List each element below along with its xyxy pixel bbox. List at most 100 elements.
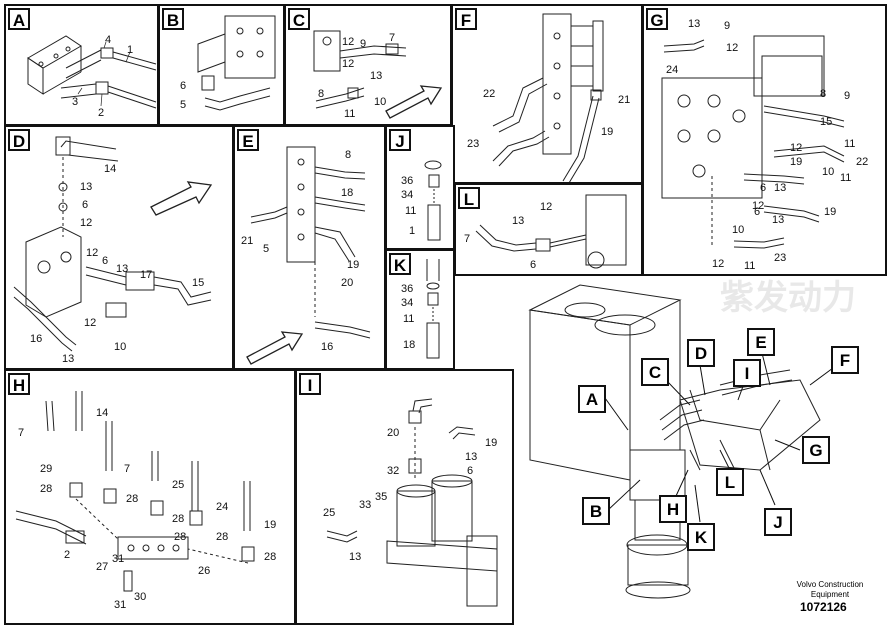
callout-label: 11 <box>844 138 856 150</box>
callout-label: 14 <box>96 407 109 419</box>
callout-label: 11 <box>840 172 852 184</box>
callout-label: 4 <box>105 34 112 46</box>
panel-tag: B <box>162 8 184 30</box>
panel-h-drawing <box>15 391 255 592</box>
panel-i-drawing <box>326 398 498 607</box>
callout-label: 8 <box>318 88 325 100</box>
watermark-brand: 紫发动力 <box>720 278 856 318</box>
callout-label: 13 <box>465 451 478 463</box>
overview-callout-g: G <box>802 436 830 464</box>
callout-label: 30 <box>134 591 147 603</box>
callout-label: 6 <box>754 206 761 218</box>
callout-label: 32 <box>387 465 400 477</box>
callout-label: 7 <box>124 463 131 475</box>
panel-tag: J <box>389 129 411 151</box>
part-number: 1072126 <box>800 600 847 614</box>
callout-label: 8 <box>820 88 827 100</box>
callout-label: 20 <box>387 427 400 439</box>
callout-label: 16 <box>30 333 43 345</box>
panel-b: B 6 5 <box>158 4 285 126</box>
callout-label: 15 <box>820 116 833 128</box>
callout-label: 22 <box>856 156 869 168</box>
panel-tag: D <box>8 129 30 151</box>
panel-i: I 20 19 13 32 6 25 33 35 13 <box>295 369 514 625</box>
overview-callout-k: K <box>687 523 715 551</box>
overview-callout-c: C <box>641 358 669 386</box>
callout-label: 21 <box>241 235 254 247</box>
callout-label: 13 <box>688 18 701 30</box>
callout-label: 9 <box>724 20 731 32</box>
callout-label: 19 <box>601 126 614 138</box>
callout-label: 12 <box>84 317 97 329</box>
callout-label: 2 <box>98 107 105 119</box>
callout-label: 36 <box>401 175 414 187</box>
callout-label: 6 <box>102 255 109 267</box>
callout-label: 7 <box>389 32 396 44</box>
overview-callout-e: E <box>747 328 775 356</box>
panel-g: G 13 9 12 24 8 9 15 12 19 11 10 11 22 6 … <box>642 4 887 276</box>
panel-tag: G <box>646 8 668 30</box>
callout-label: 6 <box>760 182 767 194</box>
callout-label: 11 <box>344 108 356 120</box>
callout-label: 19 <box>790 156 803 168</box>
overview-callout-f: F <box>831 346 859 374</box>
callout-label: 27 <box>96 561 109 573</box>
callout-label: 10 <box>374 96 387 108</box>
callout-label: 9 <box>844 90 851 102</box>
overview-callout-i: I <box>733 359 761 387</box>
callout-label: 13 <box>80 181 93 193</box>
callout-label: 28 <box>216 531 229 543</box>
panel-c-drawing <box>313 30 443 119</box>
overview-callout-l: L <box>716 468 744 496</box>
callout-label: 17 <box>140 269 153 281</box>
callout-label: 12 <box>342 36 355 48</box>
callout-label: 33 <box>359 499 372 511</box>
footer-line2: Equipment <box>810 590 850 599</box>
panel-tag: H <box>8 373 30 395</box>
callout-label: 13 <box>116 263 129 275</box>
panel-b-drawing <box>197 15 276 111</box>
callout-label: 16 <box>321 341 334 353</box>
callout-label: 36 <box>401 283 414 295</box>
callout-label: 22 <box>483 88 496 100</box>
callout-label: 14 <box>104 163 117 175</box>
panel-j-drawing <box>424 160 442 241</box>
overview-callout-j: J <box>764 508 792 536</box>
callout-label: 13 <box>349 551 362 563</box>
callout-label: 6 <box>82 199 89 211</box>
callout-label: 12 <box>540 201 553 213</box>
callout-label: 1 <box>127 44 134 56</box>
panel-tag: E <box>237 129 259 151</box>
panel-f-drawing <box>492 13 604 182</box>
callout-label: 25 <box>172 479 185 491</box>
callout-label: 1 <box>409 225 416 237</box>
callout-label: 7 <box>464 233 471 245</box>
callout-label: 15 <box>192 277 205 289</box>
panel-e-drawing <box>246 146 371 365</box>
overview-callout-d: D <box>687 339 715 367</box>
callout-label: 12 <box>790 142 803 154</box>
callout-label: 12 <box>342 58 355 70</box>
callout-label: 10 <box>822 166 835 178</box>
panel-h: H 14 7 7 29 28 28 25 31 24 28 28 28 19 2… <box>4 369 296 625</box>
panel-d: D 14 13 6 12 12 6 13 17 15 16 12 10 13 <box>4 125 234 370</box>
panel-e: E 8 18 21 5 19 20 16 <box>233 125 386 370</box>
callout-label: 23 <box>774 252 787 264</box>
callout-label: 11 <box>744 260 756 272</box>
callout-label: 12 <box>752 200 765 212</box>
panel-l-drawing <box>475 194 627 269</box>
callout-label: 24 <box>216 501 229 513</box>
callout-label: 28 <box>264 551 277 563</box>
callout-label: 11 <box>403 313 415 325</box>
panel-d-drawing <box>13 136 213 352</box>
callout-label: 10 <box>732 224 745 236</box>
callout-label: 31 <box>112 553 125 565</box>
callout-label: 20 <box>341 277 354 289</box>
overview-callout-h: H <box>659 495 687 523</box>
panel-tag: K <box>389 253 411 275</box>
panel-a: A 4 1 3 2 <box>4 4 159 126</box>
callout-label: 12 <box>726 42 739 54</box>
callout-label: 34 <box>401 189 414 201</box>
callout-label: 18 <box>341 187 354 199</box>
callout-label: 28 <box>40 483 53 495</box>
